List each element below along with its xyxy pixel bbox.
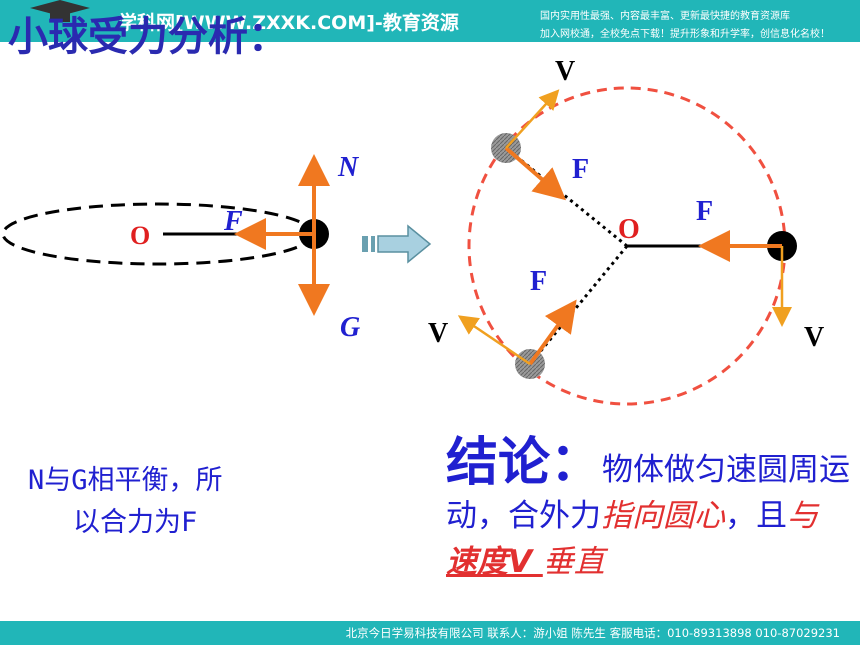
conclusion-red-2: 与 bbox=[787, 498, 818, 534]
force-f-arrow-lower bbox=[528, 299, 577, 366]
center-label-left: O bbox=[130, 221, 150, 250]
conclusion-red-4: 垂直 bbox=[542, 544, 605, 580]
balance-note: N与G相平衡，所 以合力为F bbox=[28, 460, 328, 544]
velocity-label-right: V bbox=[804, 322, 824, 353]
center-label-right: O bbox=[618, 214, 640, 245]
radius-line-upper bbox=[505, 146, 628, 248]
arrow-right-icon bbox=[362, 224, 432, 264]
banner-ad-line-1: 国内实用性最强、内容最丰富、更新最快捷的教育资源库 bbox=[540, 11, 790, 22]
conclusion-red-3: 速度V bbox=[446, 544, 543, 580]
note-line-1: N与G相平衡，所 bbox=[28, 465, 223, 496]
cap-icon bbox=[30, 0, 90, 22]
g-label: G bbox=[340, 312, 360, 343]
conclusion-text-1: 物体做匀速圆周运动，合外力 bbox=[446, 452, 851, 534]
banner-ad-line-2: 加入网校通，全校免点下载！提升形象和升学率，创信息化名校！ bbox=[540, 29, 830, 40]
conclusion-heading: 结论： bbox=[446, 433, 603, 493]
watermark-text: 学科网[WWW.ZXXK.COM]-教育资源 bbox=[118, 12, 459, 34]
conclusion-red-1: 指向圆心 bbox=[601, 498, 725, 534]
page-title: 小球受力分析： bbox=[8, 14, 288, 60]
top-banner bbox=[0, 0, 860, 42]
force-label-upper: F bbox=[572, 154, 589, 185]
note-line-2: 以合力为F bbox=[73, 507, 198, 538]
footer-bar bbox=[0, 621, 860, 645]
force-f-arrow-upper bbox=[504, 146, 567, 201]
force-label-right: F bbox=[696, 196, 713, 227]
force-label-left: F bbox=[223, 206, 243, 237]
velocity-arrow-lower bbox=[457, 315, 531, 366]
velocity-label-upper: V bbox=[555, 56, 575, 87]
n-label: N bbox=[337, 152, 360, 183]
footer-text: 北京今日学易科技有限公司 联系人：游小姐 陈先生 客服电话：010-893138… bbox=[345, 626, 840, 640]
conclusion-block: 结论：物体做匀速圆周运动，合外力指向圆心，且与 速度V 垂直 bbox=[446, 437, 856, 585]
conclusion-text-2: ，且 bbox=[725, 498, 787, 534]
velocity-arrow-upper bbox=[505, 89, 560, 149]
force-label-lower: F bbox=[530, 266, 547, 297]
velocity-label-lower: V bbox=[428, 318, 448, 349]
